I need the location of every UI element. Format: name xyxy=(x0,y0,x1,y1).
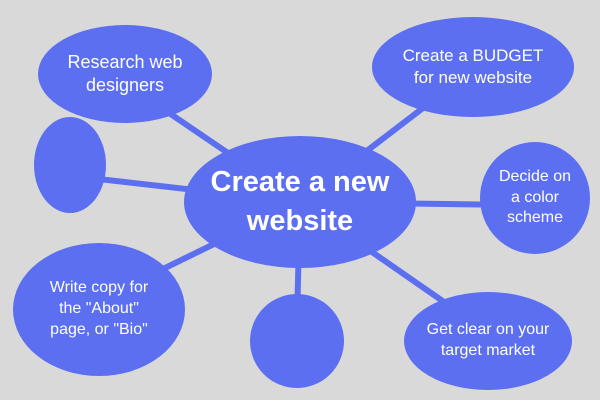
node-empty-bottom xyxy=(250,294,344,388)
central-node: Create a new website xyxy=(184,136,416,268)
node-research: Research web designers xyxy=(38,25,212,123)
node-target-market-label: Get clear on your target market xyxy=(426,321,550,359)
node-write-copy-label: Write copy for the "About" page, or "Bio… xyxy=(49,279,149,338)
node-target-market: Get clear on your target market xyxy=(404,292,572,390)
node-research-label: Research web designers xyxy=(67,51,183,95)
node-budget: Create a BUDGET for new website xyxy=(372,17,574,117)
node-budget-label: Create a BUDGET for new website xyxy=(402,45,544,87)
central-node-label: Create a new website xyxy=(210,165,390,237)
node-empty-left xyxy=(34,117,106,213)
node-write-copy: Write copy for the "About" page, or "Bio… xyxy=(13,243,185,376)
node-color-scheme: Decide on a color scheme xyxy=(480,142,590,254)
node-color-scheme-label: Decide on a color scheme xyxy=(498,167,572,227)
